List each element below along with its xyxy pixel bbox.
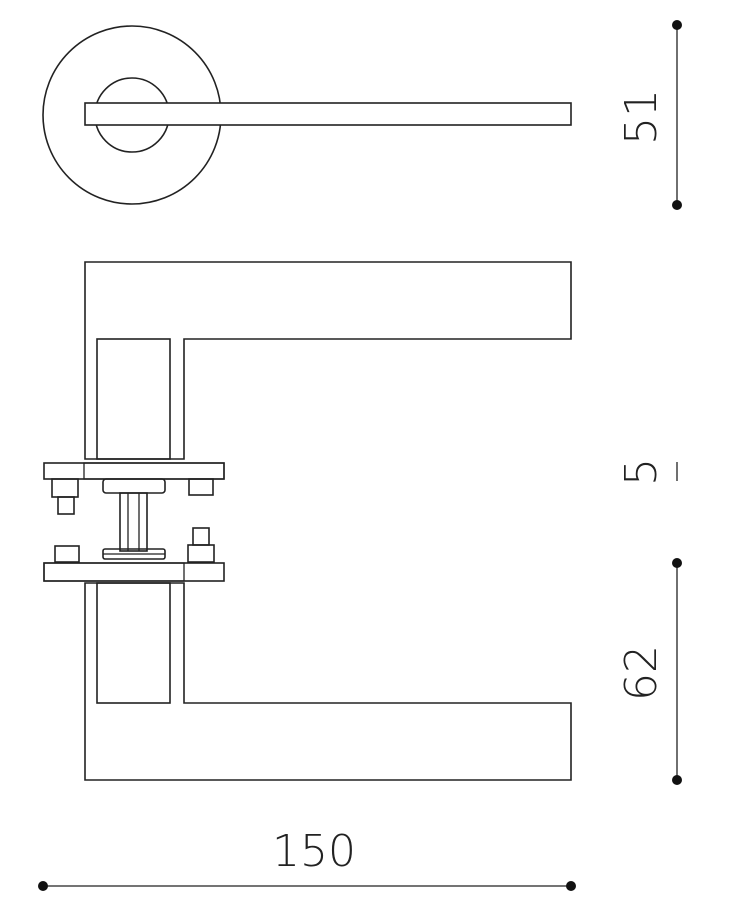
lower-left-screw-head (54, 545, 80, 563)
lower-rose-plate (43, 527, 225, 582)
lower-right-screw-shank (192, 527, 210, 546)
dim-62-label: 62 (616, 645, 667, 701)
spindle-shaft (119, 492, 148, 552)
dim-51-label: 51 (616, 89, 667, 145)
upper-lever-neck (96, 338, 171, 460)
dim-150-label: 150 (272, 826, 356, 877)
dim-62-dot-top (672, 558, 682, 568)
dimension-150: 150 (38, 826, 576, 891)
lower-lever-outline (84, 582, 572, 781)
dim-51-dot-top (672, 20, 682, 30)
lower-lever-neck (96, 582, 171, 704)
lower-plate-inner (43, 562, 185, 582)
upper-right-screw-head (188, 478, 214, 496)
dimension-5: 5 (616, 458, 678, 486)
lever-top-bar (84, 102, 572, 126)
upper-left-screw-head (51, 478, 79, 498)
dim-150-dot-left (38, 881, 48, 891)
dimension-62: 62 (616, 558, 682, 785)
dim-62-dot-bottom (672, 775, 682, 785)
spindle (102, 492, 166, 560)
upper-spindle-collar (102, 478, 166, 494)
dim-51-dot-bottom (672, 200, 682, 210)
top-view (42, 25, 572, 205)
upper-left-screw-shank (57, 496, 75, 515)
lower-plate (43, 562, 225, 582)
lower-right-screw-head (187, 544, 215, 563)
dimension-51: 51 (616, 20, 682, 210)
upper-lever (84, 261, 572, 460)
dim-5-label: 5 (616, 458, 667, 486)
upper-lever-outline (84, 261, 572, 460)
upper-rose-plate (43, 462, 225, 515)
lower-lever (84, 582, 572, 781)
upper-plate (43, 462, 225, 480)
dim-150-dot-right (566, 881, 576, 891)
upper-plate-inner (83, 462, 225, 480)
